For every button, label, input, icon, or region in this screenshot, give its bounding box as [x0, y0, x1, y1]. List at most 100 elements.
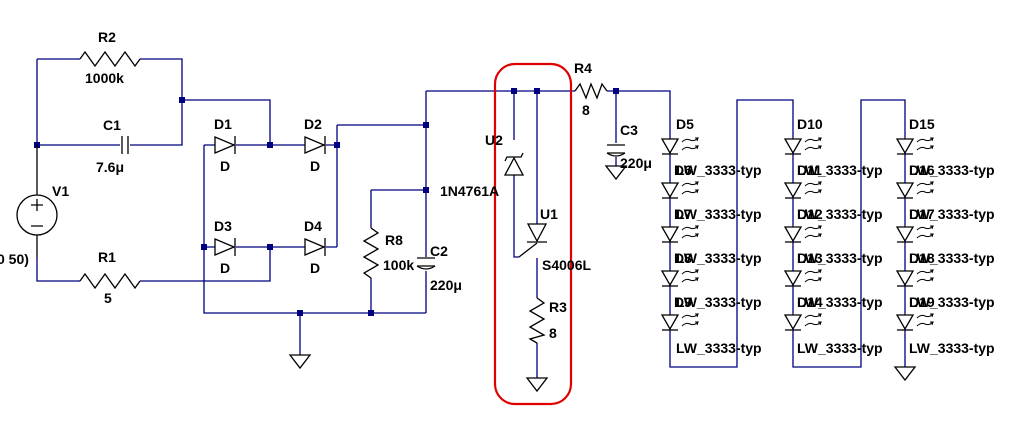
label-led-model: LW_3333-typ: [676, 206, 762, 222]
label-c2: C2: [430, 243, 448, 259]
label-v1: V1: [52, 183, 69, 199]
label-led-ref: D11: [797, 162, 822, 178]
label-led-ref: D14: [797, 294, 823, 310]
label-r2-value: 1000k: [85, 70, 124, 86]
zener-diode-u2: [503, 152, 525, 176]
led-symbol: [895, 181, 935, 199]
led-symbol: [783, 313, 823, 331]
label-led-model: LW_3333-typ: [909, 294, 995, 310]
diode-d2: [304, 136, 326, 154]
resistor-r2: [79, 50, 141, 68]
label-r3: R3: [549, 299, 567, 315]
label-led-ref: D8: [674, 250, 692, 266]
led-symbol: [660, 137, 700, 155]
label-d3: D3: [214, 218, 232, 234]
led-symbol: [895, 137, 935, 155]
led-symbol: [783, 269, 823, 287]
label-d1-model: D: [220, 158, 230, 174]
label-c3: C3: [620, 122, 638, 138]
label-led-ref: D13: [797, 250, 823, 266]
label-led-model: LW_3333-typ: [797, 206, 883, 222]
label-led-model: LW_3333-typ: [797, 162, 883, 178]
label-c2-value: 220μ: [430, 277, 462, 293]
label-d10: D10: [797, 116, 823, 132]
ground-symbol-scr: [525, 377, 549, 393]
diode-d3: [214, 238, 236, 256]
label-d2: D2: [304, 116, 322, 132]
label-u2-model: 1N4761A: [440, 183, 499, 199]
label-led-ref: D18: [909, 250, 935, 266]
resistor-r4: [574, 82, 608, 100]
label-led-model: LW_3333-typ: [676, 250, 762, 266]
thyristor-u1: [518, 223, 548, 258]
label-led-ref: D6: [674, 162, 692, 178]
led-symbol: [783, 181, 823, 199]
label-r2: R2: [98, 29, 116, 45]
led-symbol: [660, 313, 700, 331]
label-led-ref: D17: [909, 206, 935, 222]
label-led-model: LW_3333-typ: [909, 250, 995, 266]
label-d15: D15: [909, 116, 935, 132]
label-d5: D5: [676, 116, 694, 132]
label-led-model: LW_3333-typ: [676, 294, 762, 310]
label-u2: U2: [485, 132, 503, 148]
capacitor-c2: [416, 257, 436, 270]
label-r8: R8: [385, 232, 403, 248]
label-c3-value: 220μ: [620, 155, 652, 171]
led-column-2-labels: LW_3333-typ D11 LW_3333-typ D12 LW_3333-…: [797, 162, 883, 356]
label-c1: C1: [103, 117, 121, 133]
label-r3-value: 8: [549, 325, 557, 341]
resistor-r8: [362, 227, 380, 279]
label-r4-value: 8: [582, 102, 590, 118]
label-u1-model: S4006L: [542, 257, 591, 273]
label-r4: R4: [574, 60, 592, 76]
led-symbol: [660, 225, 700, 243]
junction-dots: [34, 88, 619, 316]
label-led-model: LW_3333-typ: [909, 162, 995, 178]
wires: [36, 58, 906, 378]
diode-d4: [304, 238, 326, 256]
led-symbol: [783, 225, 823, 243]
highlight-box: [493, 62, 573, 406]
label-d2-model: D: [310, 158, 320, 174]
diode-d1: [214, 136, 236, 154]
led-column-3-labels: LW_3333-typ D16 LW_3333-typ D17 LW_3333-…: [909, 162, 995, 356]
label-led-model: LW_3333-typ: [909, 340, 995, 356]
label-d3-model: D: [220, 260, 230, 276]
led-symbol: [783, 137, 823, 155]
resistor-r1: [79, 272, 141, 290]
label-v1-value: 0 50): [0, 251, 29, 267]
led-symbol: [895, 269, 935, 287]
label-led-model: LW_3333-typ: [909, 206, 995, 222]
led-column-1-labels: LW_3333-typ D6 LW_3333-typ D7 LW_3333-ty…: [674, 162, 762, 356]
label-r1: R1: [98, 249, 116, 265]
label-led-ref: D19: [909, 294, 935, 310]
led-symbol: [895, 313, 935, 331]
led-symbol: [660, 269, 700, 287]
label-r8-value: 100k: [383, 257, 414, 273]
label-led-ref: D12: [797, 206, 823, 222]
label-d4: D4: [304, 218, 322, 234]
ground-symbol-main: [288, 354, 312, 370]
led-symbol: [660, 181, 700, 199]
ground-symbol-leds: [893, 366, 917, 382]
capacitor-c3: [606, 144, 626, 157]
led-symbol: [895, 225, 935, 243]
label-d1: D1: [214, 116, 232, 132]
label-led-model: LW_3333-typ: [676, 340, 762, 356]
voltage-source-v1: [16, 145, 58, 258]
label-led-model: LW_3333-typ: [676, 162, 762, 178]
label-d4-model: D: [310, 260, 320, 276]
label-c1-value: 7.6μ: [96, 159, 124, 175]
label-u1: U1: [540, 206, 558, 222]
label-led-model: LW_3333-typ: [797, 250, 883, 266]
label-led-ref: D9: [674, 294, 692, 310]
label-led-model: LW_3333-typ: [797, 340, 883, 356]
label-led-ref: D7: [674, 206, 692, 222]
ground-symbol-c3: [604, 165, 628, 181]
label-led-ref: D16: [909, 162, 935, 178]
label-r1-value: 5: [104, 290, 112, 306]
capacitor-c1: [121, 136, 129, 154]
label-led-model: LW_3333-typ: [797, 294, 883, 310]
